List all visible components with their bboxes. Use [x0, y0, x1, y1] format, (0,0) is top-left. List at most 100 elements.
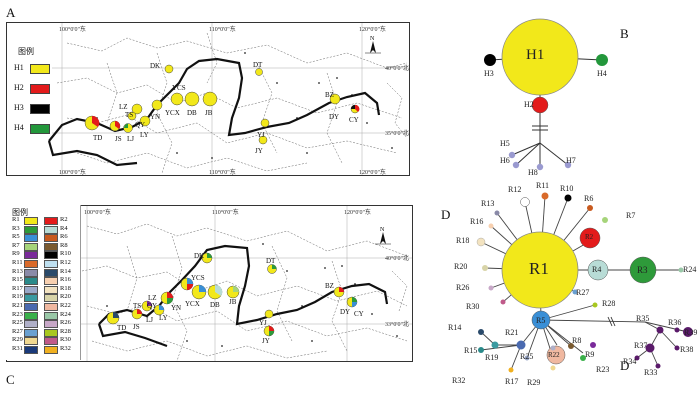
site-c-dk: DK: [194, 252, 205, 260]
site-a-js: JS: [115, 135, 122, 143]
label-r29: R29: [527, 378, 541, 387]
legend-c-swatch-r3: [24, 225, 38, 234]
legend-c-label-r32: R32: [60, 345, 71, 352]
site-a-db: DB: [187, 109, 197, 117]
label-r9: R9: [585, 350, 595, 359]
node-r36: [674, 327, 680, 333]
label-r1: R1: [529, 259, 549, 278]
node-r2: [579, 227, 601, 249]
site-c-lz: LZ: [148, 294, 157, 302]
label-r13: R13: [481, 199, 495, 208]
legend-c-label-r30: R30: [60, 336, 71, 344]
label-r3: R3: [637, 265, 648, 275]
legend-c-swatch-r14: [44, 268, 58, 277]
node-r12: [520, 197, 530, 207]
site-c-lj: LJ: [146, 316, 153, 324]
node-r20: [482, 265, 488, 271]
site-c-dt: DT: [266, 257, 276, 265]
map-a-lat-2: 35°0'0"北: [385, 131, 409, 137]
panel-label-c: C: [6, 372, 15, 387]
site-a-ycs: YCS: [172, 84, 186, 92]
legend-c-label-r18: R18: [60, 284, 71, 292]
legend-c-label-r25: R25: [12, 319, 23, 327]
label-r12: R12: [508, 185, 522, 194]
legend-a-label-h3: H3: [14, 103, 24, 112]
legend-c-swatch-r7: [24, 242, 38, 251]
map-c-lon-top-1: 100°0'0"东: [84, 210, 111, 216]
label-r33: R33: [644, 368, 658, 377]
legend-c-label-r9: R9: [12, 250, 20, 258]
node-h8: [536, 163, 544, 171]
legend-c-swatch-r1: [24, 217, 38, 225]
edge-h7: [539, 142, 569, 166]
site-a-lj: LJ: [127, 135, 134, 143]
node-r11: [541, 192, 549, 200]
site-c-ly: LY: [159, 314, 168, 322]
legend-c-swatch-r10: [44, 251, 58, 260]
label-r16: R16: [470, 217, 484, 226]
label-h3: H3: [484, 69, 494, 78]
node-r1: [501, 231, 579, 309]
map-a-lon-bottom-2: 110°0'0"东: [209, 170, 236, 176]
legend-c-swatch-r16: [44, 277, 58, 286]
legend-c-label-r1: R1: [12, 216, 20, 223]
panel-label-a: A: [6, 5, 16, 20]
legend-c-label-r13: R13: [12, 267, 23, 275]
haplotype-network-b: [484, 18, 608, 171]
node-h6: [512, 161, 520, 169]
node-r23: [580, 355, 586, 361]
node-r26: [488, 285, 494, 291]
node-r3: [629, 256, 657, 284]
site-c-qy: QY: [147, 302, 158, 310]
legend-c-swatch-r23: [24, 311, 38, 320]
site-a-yj: YJ: [257, 131, 265, 139]
legend-c-swatch-r13: [24, 268, 38, 277]
node-r17: [524, 355, 530, 361]
site-a-qy: QY: [135, 121, 146, 129]
legend-a-swatch-h1: [30, 64, 50, 74]
legend-c-label-r17: R17: [12, 284, 23, 292]
map-c-canvas: N: [77, 206, 412, 361]
node-r4: [587, 259, 609, 281]
legend-c-title: 图例: [12, 208, 28, 217]
label-r39: R39: [684, 328, 698, 337]
label-r22: R22: [548, 351, 560, 359]
legend-a-label-h1: H1: [14, 63, 24, 72]
svg-text:N: N: [380, 227, 385, 233]
panel-label-b: B: [620, 26, 629, 41]
node-r6: [587, 205, 593, 211]
site-c-cy: CY: [354, 310, 364, 318]
label-r36: R36: [668, 318, 682, 327]
site-a-td: TD: [93, 134, 103, 142]
label-r35: R35: [636, 314, 650, 323]
legend-a-label-h4: H4: [14, 123, 24, 132]
site-c-yj: YJ: [259, 319, 267, 327]
legend-c-label-r3: R3: [12, 224, 20, 232]
legend-c-swatch-r9: [24, 251, 38, 260]
label-h4: H4: [597, 69, 607, 78]
legend-a-swatch-h4: [30, 124, 50, 134]
label-h1: H1: [526, 47, 545, 63]
node-r28: [592, 302, 598, 308]
haplotype-network-d: [476, 192, 693, 373]
map-c-lon-top-2: 110°0'0"东: [212, 210, 239, 216]
node-h1: [501, 18, 579, 96]
legend-c-label-r14: R14: [60, 267, 71, 275]
node-r18: [476, 237, 486, 247]
label-r27: R27: [576, 288, 590, 297]
site-a-jy: JY: [255, 147, 263, 155]
map-a-lon-top-1: 100°0'0"东: [59, 27, 86, 33]
site-a-dt: DT: [253, 61, 263, 69]
node-r7: [602, 217, 608, 223]
site-c-jb: JB: [229, 298, 237, 306]
site-c-yn: YN: [171, 304, 182, 312]
site-a-jb: JB: [205, 109, 213, 117]
site-a-bz: BZ: [325, 91, 334, 99]
label-r19: R19: [485, 353, 499, 362]
map-a-lat-1: 40°0'0"北: [385, 66, 409, 72]
legend-c-swatch-r4: [44, 225, 58, 234]
node-r34: [634, 355, 640, 361]
legend-c-swatch-r28: [44, 328, 58, 337]
legend-c-swatch-r6: [44, 234, 58, 243]
label-h7: H7: [566, 156, 576, 165]
